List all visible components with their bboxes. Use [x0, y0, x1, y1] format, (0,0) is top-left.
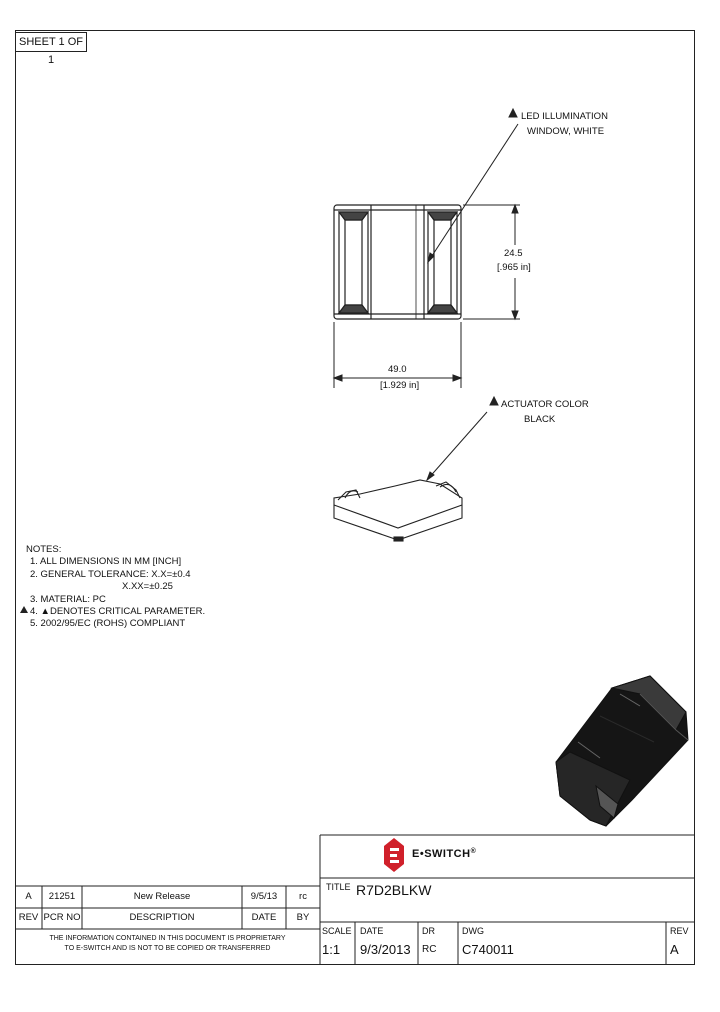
- title-block-lines: [15, 834, 695, 965]
- sheet-number: SHEET 1 OF 1: [15, 32, 87, 66]
- side-view: [333, 479, 463, 542]
- title-label: TITLE: [326, 882, 351, 892]
- drawing-number-value: C740011: [462, 942, 514, 957]
- rev-table-header-rev: REV: [18, 912, 39, 923]
- height-dimension-in: [.965 in]: [497, 262, 531, 273]
- note-4: 4. ▲DENOTES CRITICAL PARAMETER.: [30, 606, 206, 618]
- proprietary-notice-line1: THE INFORMATION CONTAINED IN THIS DOCUME…: [49, 935, 286, 942]
- width-dimension: [332, 322, 463, 388]
- critical-triangle-icon: [508, 107, 518, 118]
- rev-table-by: rc: [299, 891, 307, 902]
- brand-registered-mark: ®: [470, 848, 477, 855]
- proprietary-notice-line2: TO E-SWITCH AND IS NOT TO BE COPIED OR T…: [64, 945, 271, 952]
- proprietary-notice: THE INFORMATION CONTAINED IN THIS DOCUME…: [15, 934, 320, 954]
- date-value: 9/3/2013: [360, 942, 411, 957]
- led-callout-line2: WINDOW, WHITE: [527, 126, 605, 137]
- actuator-callout-line2: BLACK: [524, 414, 556, 425]
- height-dimension: [463, 203, 520, 321]
- note-2-continued: X.XX=±0.25: [122, 581, 173, 593]
- rev-table-pcr: 21251: [48, 891, 76, 902]
- rev-table-header-description: DESCRIPTION: [129, 912, 195, 923]
- rev-table-description: New Release: [133, 891, 191, 902]
- actuator-callout-line1: ACTUATOR COLOR: [501, 399, 589, 410]
- height-dimension-mm: 24.5: [504, 248, 523, 259]
- note-5: 5. 2002/95/EC (ROHS) COMPLIANT: [30, 618, 186, 630]
- notes-block: NOTES: 1. ALL DIMENSIONS IN MM [INCH] 2.…: [26, 544, 205, 631]
- e-switch-logo-icon: [384, 838, 404, 872]
- rev-table-header-date: DATE: [251, 912, 277, 923]
- brand-block: E•SWITCH®: [412, 848, 476, 860]
- rev-table-header-by: BY: [296, 912, 310, 923]
- revision-label: REV: [670, 926, 689, 936]
- width-dimension-mm: 49.0: [388, 364, 407, 375]
- led-callout-leader: [427, 107, 519, 264]
- isometric-render: [555, 675, 689, 827]
- drawn-by-value: RC: [422, 944, 437, 955]
- rev-table-date: 9/5/13: [250, 891, 278, 902]
- rev-table-rev: A: [25, 891, 32, 902]
- drawing-number-label: DWG: [462, 926, 484, 936]
- led-callout-line1: LED ILLUMINATION: [521, 111, 608, 122]
- rev-table-header-pcr: PCR NO: [43, 912, 81, 923]
- scale-value: 1:1: [322, 942, 341, 957]
- critical-triangle-icon: [20, 606, 28, 613]
- actuator-callout-leader: [425, 395, 499, 482]
- part-title: R7D2BLKW: [356, 882, 432, 898]
- date-label: DATE: [360, 926, 384, 936]
- revision-value: A: [670, 942, 679, 957]
- notes-heading: NOTES:: [26, 544, 62, 555]
- brand-name: E•SWITCH: [412, 848, 471, 860]
- note-1: 1. ALL DIMENSIONS IN MM [INCH]: [30, 556, 182, 568]
- drawn-by-label: DR: [422, 926, 435, 936]
- critical-triangle-icon: [489, 395, 499, 406]
- note-2: 2. GENERAL TOLERANCE: X.X=±0.4: [30, 568, 191, 580]
- scale-label: SCALE: [322, 926, 352, 936]
- width-dimension-in: [1.929 in]: [380, 380, 420, 391]
- top-view: [333, 204, 462, 320]
- note-3: 3. MATERIAL: PC: [30, 593, 106, 605]
